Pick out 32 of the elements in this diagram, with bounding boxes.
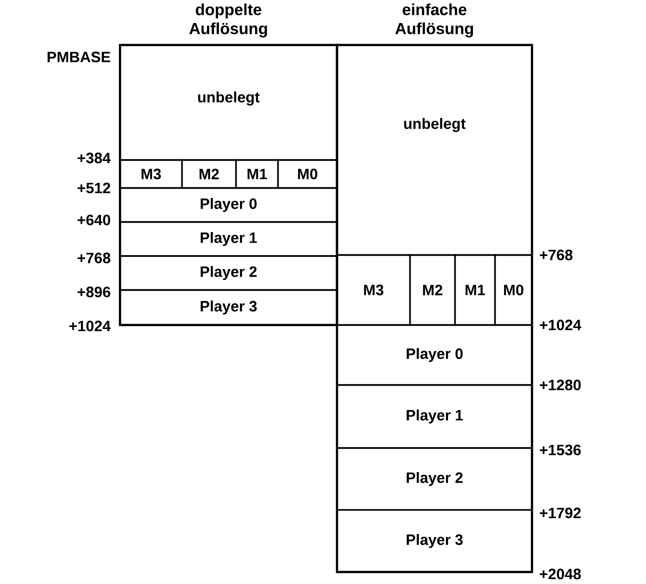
address-label: +768 — [78, 252, 110, 264]
column-heading: einfache Auflösung — [395, 3, 473, 38]
address-label: +2048 — [540, 568, 581, 580]
memory-block: M1 — [235, 159, 279, 189]
memory-block: M1 — [454, 254, 496, 326]
address-label: +512 — [78, 182, 110, 194]
address-label: +1024 — [540, 320, 582, 330]
memory-block: Player 0 — [336, 324, 533, 386]
address-label: +1024 — [69, 320, 111, 332]
address-label: +1536 — [540, 444, 581, 456]
memory-block: Player 3 — [336, 509, 533, 573]
address-label: +768 — [540, 250, 572, 260]
memory-block: Player 1 — [119, 221, 338, 257]
memory-block: Player 0 — [119, 187, 338, 223]
address-label: +896 — [78, 286, 110, 298]
column-heading: doppelte Auflösung — [189, 3, 267, 38]
memory-block: M3 — [119, 159, 183, 189]
memory-block: Player 2 — [336, 447, 533, 511]
memory-block: Player 2 — [119, 255, 338, 291]
memory-block: unbelegt — [119, 44, 338, 161]
memory-block: M2 — [409, 254, 456, 326]
address-label: +1280 — [540, 380, 581, 390]
address-label: +1792 — [540, 508, 581, 518]
memory-block: M0 — [494, 254, 533, 326]
memory-block: M2 — [181, 159, 237, 189]
memory-block: M0 — [277, 159, 338, 189]
address-label: +640 — [78, 214, 110, 226]
memory-block: Player 1 — [336, 384, 533, 449]
memory-block: unbelegt — [336, 44, 533, 256]
memory-block: M3 — [336, 254, 411, 326]
memory-block: Player 3 — [119, 289, 338, 326]
address-label: +384 — [78, 152, 111, 164]
